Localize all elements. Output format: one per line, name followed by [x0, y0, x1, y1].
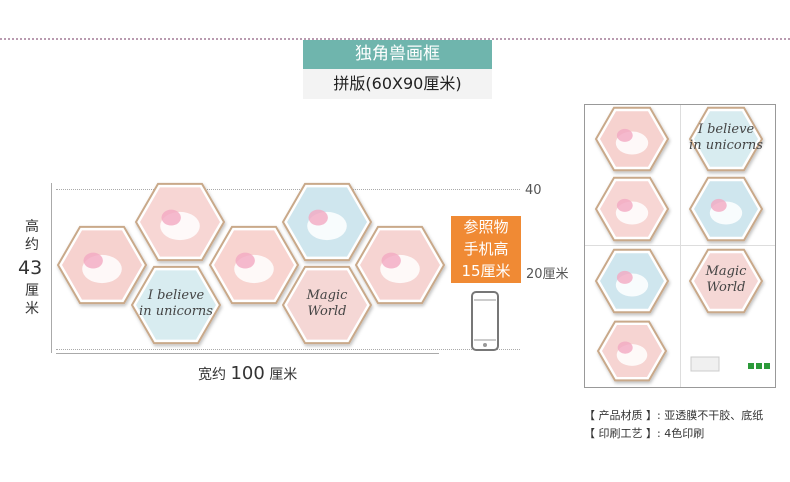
- sheet-badge-3: [764, 363, 770, 369]
- height-guide-line: [51, 183, 52, 353]
- product-subtitle: 拼版(60X90厘米): [303, 69, 492, 99]
- svg-text:World: World: [707, 280, 746, 295]
- sheet-badge-2: [756, 363, 762, 369]
- mark-40-label: 40: [525, 183, 542, 198]
- width-guide-line: [56, 353, 439, 354]
- top-guide-line: [56, 189, 520, 190]
- svg-text:Magic: Magic: [705, 264, 748, 279]
- sheet-divider-horizontal: [585, 245, 775, 246]
- reference-box: 参照物 手机高 15厘米: [451, 216, 521, 283]
- width-label: 宽约 100 厘米: [198, 363, 298, 384]
- dotted-divider: [0, 38, 790, 40]
- frame-sheet-unicorn-cloud-141-104: [688, 176, 764, 242]
- print-info: 【 印刷工艺 】: 4色印刷: [584, 427, 705, 440]
- svg-text:in unicorns: in unicorns: [689, 138, 763, 153]
- svg-text:Magic: Magic: [306, 288, 349, 303]
- svg-text:I believe: I believe: [697, 122, 755, 137]
- frame-sheet-unicorn-crown-47-104: [594, 176, 670, 242]
- sheet-badge-1: [748, 363, 754, 369]
- material-info: 【 产品材质 】: 亚透膜不干胶、底纸: [584, 409, 764, 422]
- frame-unicorn-running: [208, 225, 300, 305]
- mark-20-label: 20厘米: [526, 267, 569, 282]
- svg-text:World: World: [308, 304, 347, 319]
- phone-icon: [471, 291, 499, 351]
- frame-unicorn-moon: [56, 225, 148, 305]
- svg-text:I believe: I believe: [147, 288, 205, 303]
- frame-sheet-unicorn-rainbow-47-246: [596, 320, 668, 382]
- height-label: 高 约 43 厘 米: [18, 219, 43, 317]
- bottom-guide-line: [56, 349, 520, 350]
- frame-sheet-unicorn-cloud-47-176: [594, 248, 670, 314]
- frame-unicorn-rainbow: [354, 225, 446, 305]
- frame-unicorn-crown: [134, 182, 226, 262]
- sheet-label-block: [690, 356, 720, 372]
- svg-text:in unicorns: in unicorns: [139, 304, 213, 319]
- frame-sheet-unicorn-moon-47-34: [594, 106, 670, 172]
- frame-unicorn-cloud: [281, 182, 373, 262]
- product-title: 独角兽画框: [303, 40, 492, 69]
- sheet-divider-vertical: [680, 105, 681, 387]
